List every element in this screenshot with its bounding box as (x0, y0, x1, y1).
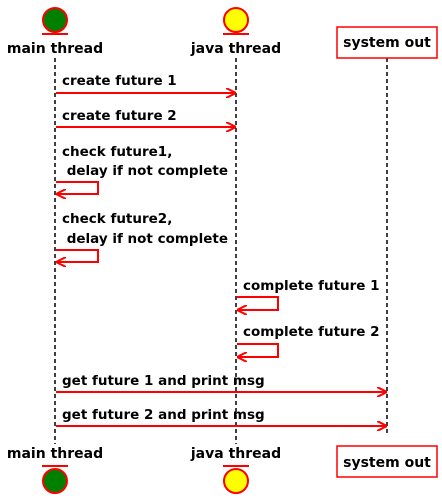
message-label: get future 2 and print msg (62, 407, 265, 423)
java-thread-label-bottom: java thread (190, 446, 281, 462)
message-label: complete future 2 (243, 324, 380, 340)
message-label-line-2: delay if not complete (62, 163, 228, 179)
message-label: check future2, (62, 211, 172, 227)
message-get-future-2: get future 2 and print msg (56, 407, 386, 426)
main-thread-label-bottom: main thread (7, 446, 103, 462)
message-get-future-1: get future 1 and print msg (56, 373, 386, 392)
self-message-arrow (237, 343, 279, 357)
java-thread-head-top: java thread (190, 7, 281, 57)
java-thread-entity-icon (223, 7, 249, 33)
message-label: check future1, (62, 144, 172, 160)
java-thread-entity-icon (223, 468, 249, 494)
system-out-box-top: system out (336, 26, 438, 59)
message-label: get future 1 and print msg (62, 373, 265, 389)
main-thread-head-bottom: main thread (7, 446, 103, 494)
main-thread-head-top: main thread (7, 7, 103, 57)
message-complete-future-1: complete future 1 (237, 278, 380, 310)
system-out-box-bottom: system out (336, 445, 438, 478)
self-message-arrow (56, 249, 99, 262)
message-check-future-2: check future2, delay if not complete (56, 211, 228, 262)
main-thread-label-top: main thread (7, 41, 103, 57)
system-out-label-bottom: system out (343, 455, 431, 471)
message-check-future-1: check future1, delay if not complete (56, 144, 228, 194)
main-thread-entity-icon (42, 468, 68, 494)
self-message-arrow (237, 296, 279, 310)
message-label: create future 2 (62, 108, 177, 124)
system-out-box (336, 26, 438, 59)
java-thread-label-top: java thread (190, 41, 281, 57)
message-complete-future-2: complete future 2 (237, 324, 380, 357)
message-create-future-2: create future 2 (56, 108, 235, 127)
java-thread-head-bottom: java thread (190, 446, 281, 494)
message-create-future-1: create future 1 (56, 73, 235, 93)
main-thread-entity-icon (42, 7, 68, 33)
message-label-line-2: delay if not complete (62, 231, 228, 247)
message-label: complete future 1 (243, 278, 380, 294)
system-out-label-top: system out (343, 35, 431, 51)
message-label: create future 1 (62, 73, 177, 89)
system-out-box (336, 445, 438, 478)
self-message-arrow (56, 181, 99, 194)
